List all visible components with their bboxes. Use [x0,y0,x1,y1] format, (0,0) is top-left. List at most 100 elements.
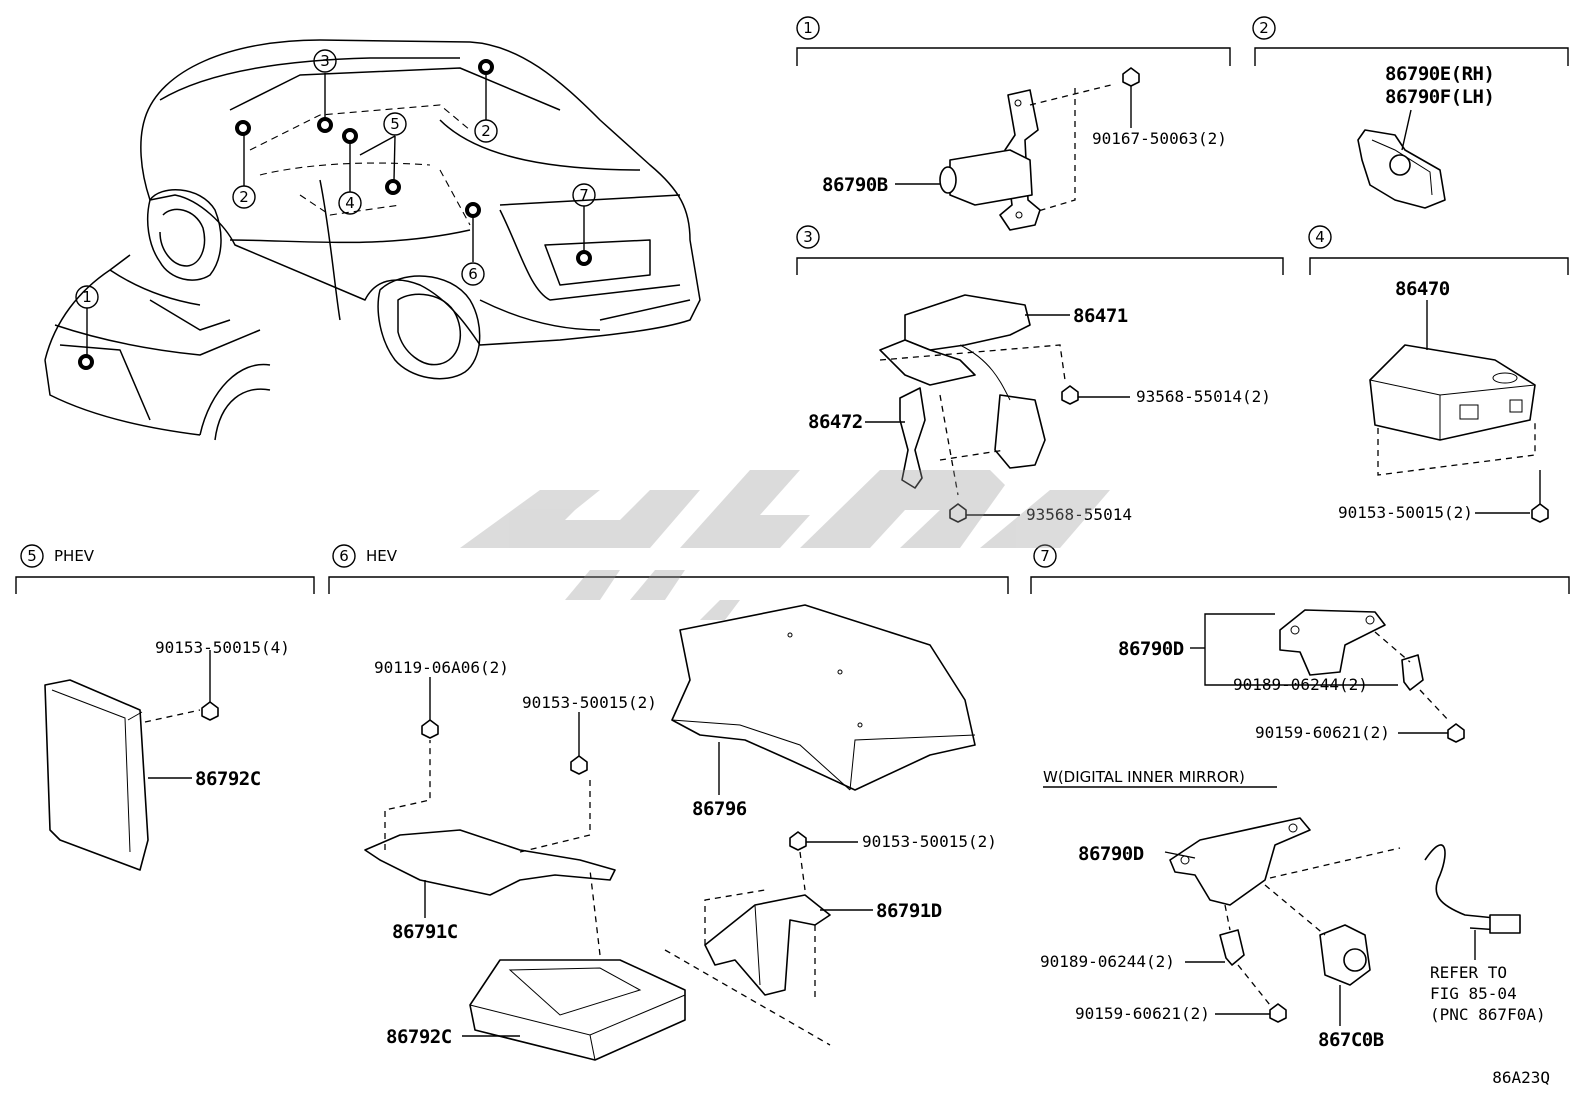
refer-note-line-2: FIG 85-04 [1430,984,1517,1003]
location-markers [78,59,592,370]
location-marker [576,250,592,266]
part-number: 93568-55014(2) [1136,387,1271,406]
section-number: 6 [339,547,349,565]
callout-leaders [86,73,585,356]
camera-bracket-86472 [899,387,926,489]
part-number: 93568-55014 [1026,505,1132,524]
part-number: 86472 [808,411,863,433]
harness-connector [1489,914,1521,934]
overview-callout-3: 3 [313,49,337,73]
overview-callout-7: 7 [572,183,596,207]
callout-number: 3 [320,52,330,70]
front-camera-body [949,149,1033,206]
part-number: 90153-50015(2) [862,832,997,851]
bracket-86791c [364,829,616,896]
bolt-icon [789,831,807,851]
callout-number: 2 [239,188,249,206]
vehicle-overview-illustration [44,39,701,441]
bolt-icon [201,701,219,721]
refer-note-line-3: (PNC 867F0A) [1430,1005,1546,1024]
bolt-icon [1122,67,1140,87]
bolt-icon [1531,503,1549,523]
overview-callout-2: 2 [232,185,256,209]
bolt-icon [570,755,588,775]
ecu-cover-86796 [671,604,976,791]
section-5-phev: 5 PHEV 90153-50015(4) 86792C [15,544,315,871]
part-number: 86790D [1118,638,1184,660]
part-number: 86792C [195,768,261,790]
part-number: 90119-06A06(2) [374,658,509,677]
bracket-86791d [704,894,831,996]
extension-wire-harness [1424,844,1501,931]
part-number: 86796 [692,798,747,820]
part-number: 86471 [1073,305,1128,327]
part-number: 90159-60621(2) [1075,1004,1210,1023]
ecu-module-86792c-phev [44,679,149,871]
part-number: 86790E(RH) [1385,63,1494,85]
bolt-icon [949,503,967,523]
bolt-icon [1269,1003,1287,1023]
overview-callout-5: 5 [383,112,407,136]
section-number: 3 [803,228,813,246]
part-number: 90189-06244(2) [1233,675,1368,694]
watermark-logo [460,470,1110,620]
part-number: 86792C [386,1026,452,1048]
variant-label: PHEV [54,547,95,565]
location-marker [342,128,358,144]
overview-callout-6: 6 [461,262,485,286]
overview-callout-2b: 2 [474,119,498,143]
part-number: 86791C [392,921,458,943]
ecu-module-86470 [1369,344,1536,441]
refer-note-line-1: REFER TO [1430,963,1507,982]
part-number: 90153-50015(2) [1338,503,1473,522]
section-2: 2 86790E(RH) 86790F(LH) [1252,16,1569,209]
section-1: 1 86790B 90167-50063(2) [796,16,1231,231]
forward-camera-unit [904,294,1031,351]
part-number: 90153-50015(4) [155,638,290,657]
rear-camera-86790d-digital-mirror [1169,817,1311,906]
section-number: 2 [1259,19,1269,37]
bolt-icon [421,719,439,739]
callout-number: 7 [579,186,589,204]
part-number: 90189-06244(2) [1040,952,1175,971]
location-marker [465,202,481,218]
section-6-hev: 6 HEV 86796 90119-06A06(2) 90153-50015(2… [328,544,1009,1061]
section-number: 5 [27,547,37,565]
part-number: 86791D [876,900,942,922]
part-number: 90167-50063(2) [1092,129,1227,148]
harness-connector [994,394,1046,469]
variant-label: W(DIGITAL INNER MIRROR) [1043,768,1245,786]
bolt-icon [1447,723,1465,743]
part-number: 86470 [1395,278,1450,300]
bolt-icon [1061,385,1079,405]
side-camera-lens [1389,154,1411,176]
callout-number: 6 [468,265,478,283]
section-number: 4 [1315,228,1325,246]
section-3: 3 86471 86472 93568-55014(2) 93568-55014 [796,225,1284,524]
part-number: 90153-50015(2) [522,693,657,712]
overview-callout-4: 4 [338,191,362,215]
location-marker [317,117,333,133]
location-marker [385,179,401,195]
part-number: 90159-60621(2) [1255,723,1390,742]
part-number: 86790F(LH) [1385,86,1494,108]
camera-lens [1343,948,1367,972]
section-number: 1 [803,19,813,37]
diagram-code: 86A23Q [1492,1068,1550,1087]
location-marker [78,354,94,370]
rear-camera-86790d [1279,609,1386,676]
camera-lens [939,166,957,194]
callout-number: 5 [390,115,400,133]
overview-callout-1: 1 [75,285,99,309]
part-number: 867C0B [1318,1029,1384,1051]
push-rivet-icon [1219,929,1245,966]
section-number: 7 [1040,547,1050,565]
section-7: 7 86790D 90189-06244(2) 90159-60621(2) W… [1030,544,1570,1051]
section-4: 4 86470 90153-50015(2) [1308,225,1569,523]
variant-label: HEV [366,547,398,565]
location-marker [235,120,251,136]
camera-mount-plate [879,339,976,386]
callout-number: 4 [345,194,355,212]
